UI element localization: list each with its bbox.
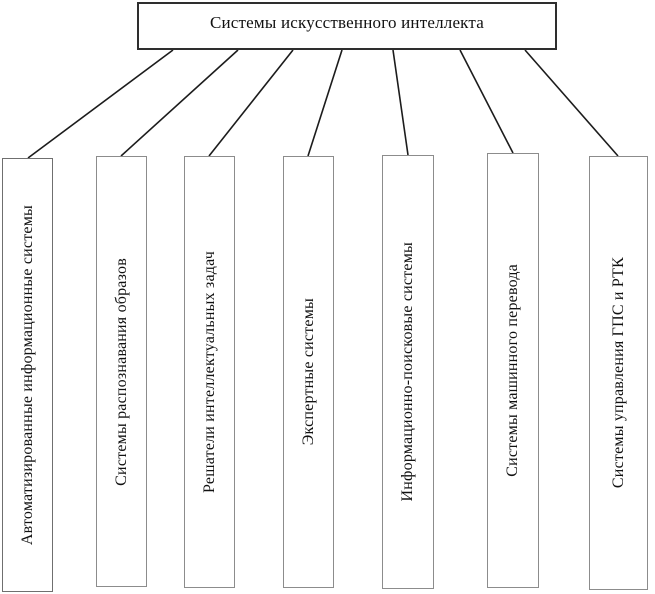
branch-node-automated-information-systems: Автоматизированные информационные систем…: [2, 158, 53, 592]
connector-line-5: [392, 49, 409, 156]
branch-node-intellectual-task-solvers: Решатели интеллектуальных задач: [184, 156, 235, 588]
branch-node-gps-rtk-control-systems: Системы управления ГПС и РТК: [589, 156, 648, 590]
branch-node-machine-translation-systems: Системы машинного перевода: [487, 153, 539, 588]
root-node-label: Системы искусственного интеллекта: [209, 13, 485, 32]
connector-line-3: [208, 49, 294, 157]
branch-node-label: Решатели интеллектуальных задач: [200, 251, 218, 493]
branch-node-label: Информационно-поисковые системы: [399, 242, 416, 502]
root-node-ai-systems: Системы искусственного интеллекта: [137, 2, 557, 50]
connector-line-7: [524, 49, 619, 157]
connector-line-1: [27, 49, 174, 159]
branch-node-label: Автоматизированные информационные систем…: [18, 204, 36, 546]
connector-line-4: [307, 49, 343, 157]
branch-node-expert-systems: Экспертные системы: [283, 156, 334, 588]
branch-node-label: Системы распознавания образов: [112, 257, 130, 486]
branch-node-label: Системы управления ГПС и РТК: [609, 257, 627, 489]
branch-node-label: Экспертные системы: [299, 298, 317, 446]
branch-node-pattern-recognition-systems: Системы распознавания образов: [96, 156, 147, 587]
branch-node-label: Системы машинного перевода: [504, 264, 521, 477]
branch-node-information-retrieval-systems: Информационно-поисковые системы: [382, 155, 434, 589]
connector-line-2: [120, 49, 239, 157]
connector-line-6: [459, 49, 514, 154]
